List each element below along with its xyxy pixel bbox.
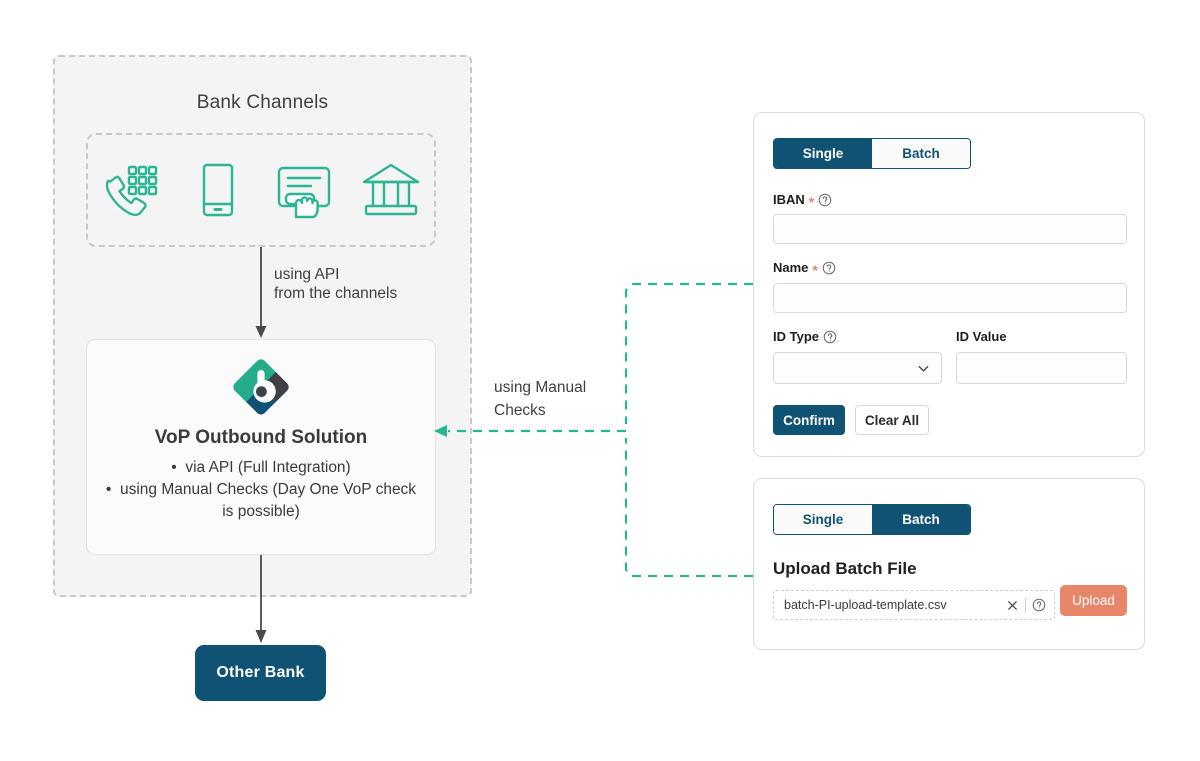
clear-all-button[interactable]: Clear All	[855, 405, 929, 435]
iban-label: IBAN *	[773, 192, 832, 210]
iban-input[interactable]	[773, 214, 1127, 244]
chevron-down-icon	[916, 361, 931, 376]
id-type-label: ID Type	[773, 329, 837, 344]
other-bank-node: Other Bank	[195, 645, 326, 701]
batch-upload-panel: Single Batch Upload Batch File batch-PI-…	[753, 478, 1145, 650]
upload-batch-file-title: Upload Batch File	[773, 559, 917, 578]
help-icon[interactable]	[1032, 598, 1046, 612]
batch-panel-tabs: Single Batch	[773, 504, 971, 535]
tab-single[interactable]: Single	[774, 139, 872, 168]
single-check-panel: Single Batch IBAN * Name *	[753, 112, 1145, 457]
confirm-button[interactable]: Confirm	[773, 405, 845, 435]
manual-checks-connector	[434, 282, 753, 578]
id-value-label: ID Value	[956, 329, 1007, 344]
vop-title: VoP Outbound Solution	[154, 427, 368, 448]
help-icon[interactable]	[818, 193, 832, 207]
upload-button[interactable]: Upload	[1060, 585, 1127, 616]
divider	[1025, 597, 1026, 613]
help-icon[interactable]	[822, 261, 836, 275]
bank-channels-title: Bank Channels	[196, 92, 329, 113]
other-bank-arrow	[255, 555, 267, 643]
phone-keypad-icon	[100, 159, 162, 221]
single-panel-tabs: Single Batch	[773, 138, 971, 169]
tab-single[interactable]: Single	[774, 505, 872, 534]
tab-batch[interactable]: Batch	[872, 139, 970, 168]
file-drop-field[interactable]: batch-PI-upload-template.csv	[773, 590, 1055, 620]
vop-bullet-list: via API (Full Integration) using Manual …	[101, 457, 421, 523]
id-value-input[interactable]	[956, 352, 1127, 384]
id-type-select[interactable]	[773, 352, 942, 384]
selected-file-name: batch-PI-upload-template.csv	[784, 598, 947, 612]
vop-outbound-card: VoP Outbound Solution via API (Full Inte…	[86, 339, 436, 555]
online-banking-click-icon	[273, 159, 335, 221]
iban-label-text: IBAN	[773, 192, 805, 207]
name-label-text: Name	[773, 260, 809, 275]
list-item: using Manual Checks (Day One VoP check i…	[101, 479, 421, 523]
id-type-label-text: ID Type	[773, 329, 819, 344]
name-input[interactable]	[773, 283, 1127, 313]
tab-batch[interactable]: Batch	[872, 505, 970, 534]
id-value-label-text: ID Value	[956, 329, 1007, 344]
manual-checks-label: using Manual Checks	[494, 379, 587, 419]
name-label: Name *	[773, 260, 836, 278]
help-icon[interactable]	[823, 330, 837, 344]
mobile-phone-icon	[187, 159, 249, 221]
close-icon[interactable]	[1006, 599, 1019, 612]
channel-icons-row	[86, 133, 436, 247]
brand-logo-icon	[231, 357, 291, 417]
required-asterisk: *	[812, 261, 818, 278]
required-asterisk: *	[808, 193, 815, 210]
list-item: via API (Full Integration)	[101, 457, 421, 479]
api-arrow	[255, 247, 267, 338]
bank-branch-icon	[360, 159, 422, 221]
api-arrow-label: using API from the channels	[274, 266, 398, 302]
